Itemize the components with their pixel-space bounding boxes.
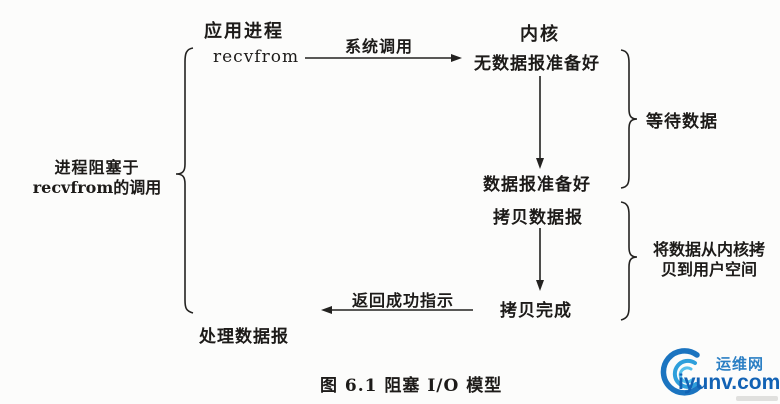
application-process-header: 应用进程: [204, 21, 284, 42]
node-copy-complete: 拷贝完成: [500, 301, 572, 321]
watermark-remnant: [736, 396, 778, 401]
system-call-arrowhead: [451, 54, 462, 62]
process-blocked-line1: 进程阻塞于: [54, 158, 140, 177]
kernel-header: 内核: [520, 24, 560, 45]
copy-arrowhead: [536, 280, 544, 291]
node-recvfrom: recvfrom: [213, 47, 300, 67]
node-datagram-ready: 数据报准备好: [483, 175, 591, 195]
copy-span-line1: 将数据从内核拷: [652, 240, 765, 259]
wait-arrowhead: [536, 158, 544, 169]
copy-data-brace: [620, 201, 638, 321]
system-call-label: 系统调用: [345, 37, 414, 56]
process-blocked-annotation: 进程阻塞于 recvfrom的调用: [24, 158, 170, 198]
wait-data-annotation: 等待数据: [646, 112, 718, 132]
watermark-site-url: iyunv.com: [678, 371, 780, 394]
return-arrowhead: [321, 306, 332, 314]
watermark: 运维网 iyunv.com: [652, 342, 780, 404]
node-copy-datagram: 拷贝数据报: [493, 208, 583, 228]
return-success-label: 返回成功指示: [352, 291, 455, 310]
copy-span-line2: 贝到用户空间: [660, 260, 757, 279]
left-brace: [175, 47, 194, 314]
watermark-site-name: 运维网: [716, 356, 765, 373]
node-no-datagram-ready: 无数据报准备好: [474, 54, 600, 74]
node-process-datagram: 处理数据报: [199, 327, 289, 347]
copy-span-annotation: 将数据从内核拷 贝到用户空间: [638, 240, 780, 280]
figure-caption: 图 6.1 阻塞 I/O 模型: [320, 376, 503, 396]
wait-data-brace: [620, 49, 638, 189]
process-blocked-line2: recvfrom的调用: [32, 178, 162, 197]
iyunv-logo-swirl-icon: [660, 348, 702, 396]
